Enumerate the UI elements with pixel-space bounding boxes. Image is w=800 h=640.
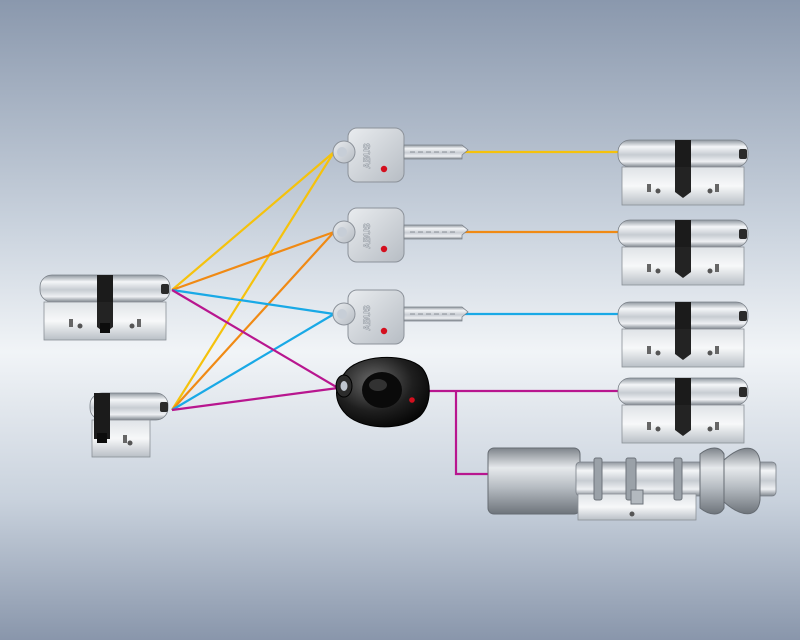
double-cylinder-right-3: [617, 301, 749, 368]
double-cylinder-right-2: [617, 219, 749, 286]
wire-cylB-fob: [171, 386, 339, 412]
double-cylinder-icon: [617, 219, 749, 286]
key-icon: ABUS: [332, 289, 469, 345]
key-2: ABUS: [332, 207, 469, 263]
key-icon: ABUS: [332, 127, 469, 183]
key-1: ABUS: [332, 127, 469, 183]
wire-cylA-fob: [171, 289, 339, 389]
wire-fob-knob-cylinder: [454, 391, 490, 476]
wire-group-orange: [171, 230, 622, 411]
wire-group-yellow: [171, 150, 622, 411]
electronic-fob-icon: [335, 356, 430, 428]
wire-cylB-key2: [171, 231, 335, 411]
wire-cylA-key2: [171, 230, 335, 292]
wire-group-blue: [171, 288, 622, 411]
wire-group-magenta: [171, 289, 622, 476]
key-3: ABUS: [332, 289, 469, 345]
key-icon: ABUS: [332, 207, 469, 263]
wire-cylA-key3: [171, 288, 335, 316]
double-cylinder-icon: [617, 139, 749, 206]
key-logo-text: ABUS: [362, 223, 372, 249]
double-cylinder-icon: [617, 377, 749, 444]
connection-wires: [171, 150, 622, 476]
key-logo-text: ABUS: [362, 305, 372, 331]
wire-cylB-key1: [171, 151, 335, 411]
half-cylinder-icon: [89, 392, 169, 458]
double-cylinder-icon: [39, 274, 171, 341]
wire-cylA-key1: [171, 151, 335, 291]
wire-cylB-key3: [171, 313, 335, 411]
double-cylinder-icon: [617, 301, 749, 368]
double-cylinder-right-4: [617, 377, 749, 444]
key-logo-text: ABUS: [362, 143, 372, 169]
double-cylinder-right-1: [617, 139, 749, 206]
knob-cylinder-icon: [487, 447, 777, 521]
